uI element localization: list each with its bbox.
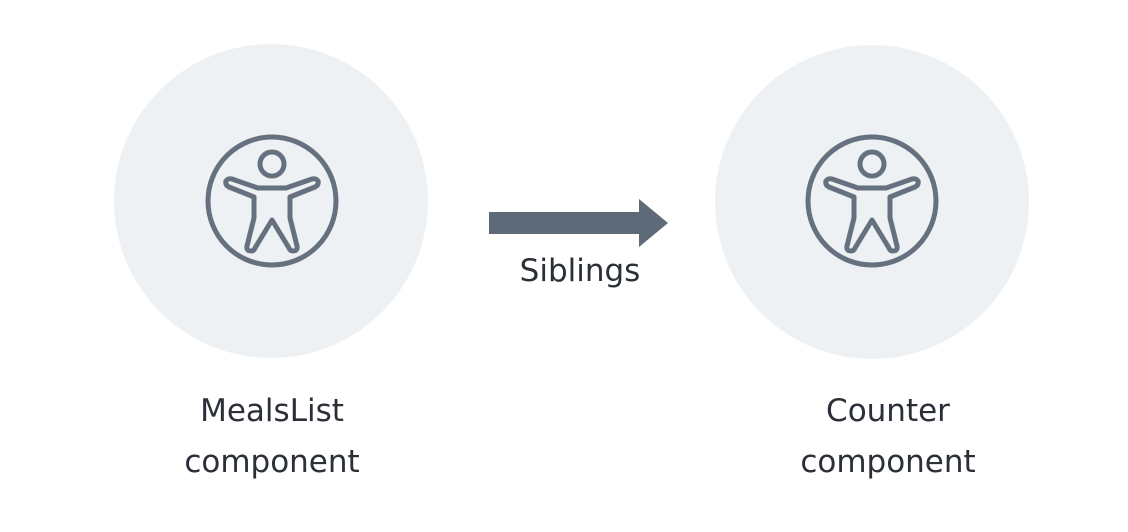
counter-label-line1: Counter: [826, 393, 950, 429]
siblings-arrow: [489, 199, 668, 247]
mealslist-component-label: MealsList component: [122, 386, 422, 488]
mealslist-node-circle: [114, 44, 428, 358]
accessibility-person-icon: [205, 134, 339, 268]
accessibility-person-icon: [805, 134, 939, 268]
counter-component-label: Counter component: [738, 386, 1038, 488]
mealslist-label-line2: component: [184, 444, 360, 480]
mealslist-label-line1: MealsList: [200, 393, 344, 429]
siblings-label: Siblings: [519, 253, 641, 289]
counter-node-circle: [715, 45, 1029, 359]
counter-label-line2: component: [800, 444, 976, 480]
